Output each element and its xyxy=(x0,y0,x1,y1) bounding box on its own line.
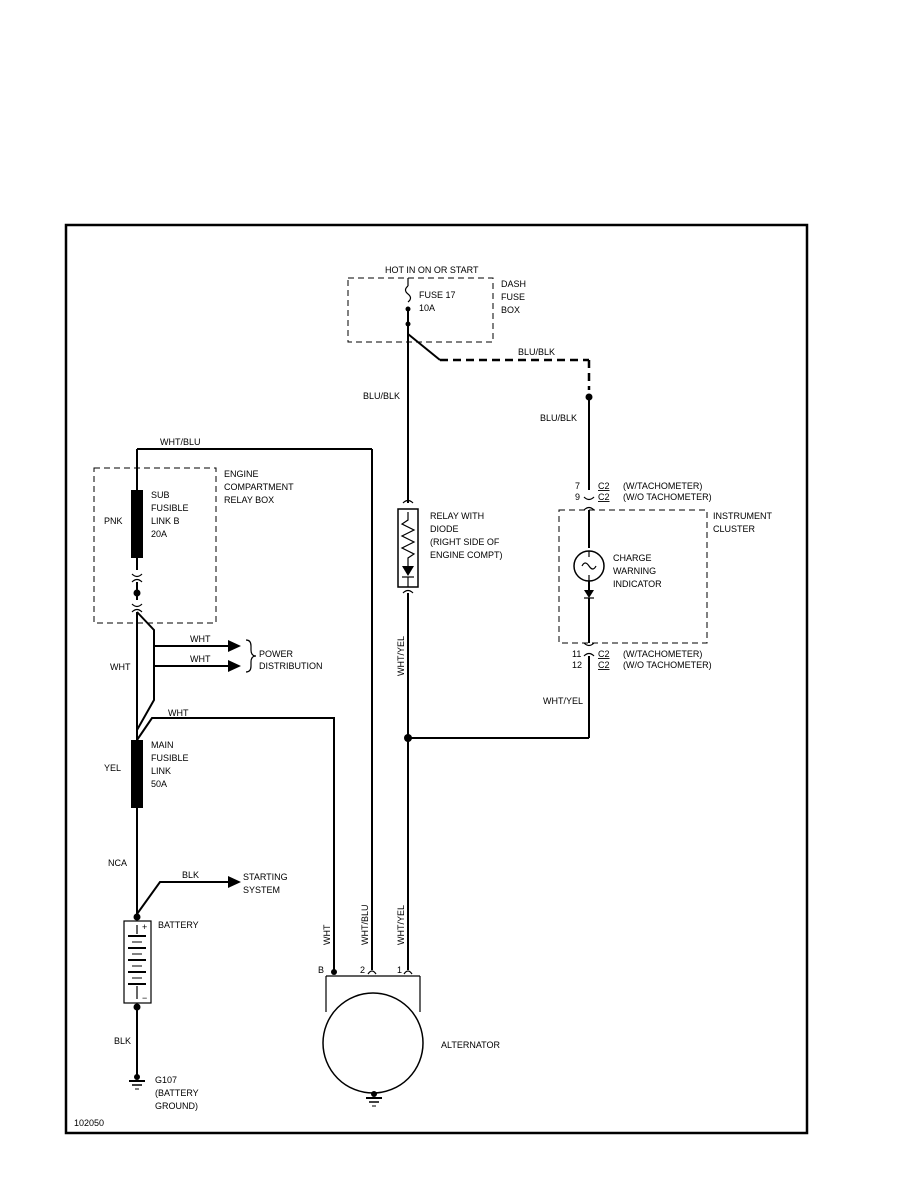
right-side-of-label: (RIGHT SIDE OF xyxy=(430,537,500,547)
box-label: BOX xyxy=(501,305,520,315)
sub-label: SUB xyxy=(151,490,170,500)
wht-label-b-vertical: WHT xyxy=(322,924,332,945)
link-b-label: LINK B xyxy=(151,516,180,526)
diagram-frame xyxy=(64,223,809,1135)
blk-label-ground: BLK xyxy=(114,1036,131,1046)
relay-with-diode: RELAY WITH DIODE (RIGHT SIDE OF ENGINE C… xyxy=(397,499,503,594)
main-rating: 50A xyxy=(151,779,167,789)
nca-label: NCA xyxy=(108,858,127,868)
c2-connector-bottom-a: C2 xyxy=(598,649,610,659)
diode-label: DIODE xyxy=(430,524,459,534)
wht-yel-label-right: WHT/YEL xyxy=(543,696,583,706)
link-label-main: LINK xyxy=(151,766,171,776)
dash-label: DASH xyxy=(501,279,526,289)
pin-11: 11 xyxy=(572,649,581,659)
pnk-label: PNK xyxy=(104,516,123,526)
wht-label-power-1: WHT xyxy=(190,634,211,644)
ground-paren-label: GROUND) xyxy=(155,1101,198,1111)
instrument-label: INSTRUMENT xyxy=(713,511,772,521)
wht-alternator-b-wire xyxy=(136,717,335,970)
wht-yel-label-lower: WHT/YEL xyxy=(396,905,406,945)
pin-7: 7 xyxy=(575,481,580,491)
wht-label-trunk: WHT xyxy=(110,662,131,672)
wo-tach-bottom: (W/O TACHOMETER) xyxy=(623,660,712,670)
link-b-rating: 20A xyxy=(151,529,167,539)
relay-box-label: RELAY BOX xyxy=(224,495,274,505)
wht-label-power-2: WHT xyxy=(190,654,211,664)
charge-warning-bulb-icon xyxy=(573,550,605,582)
system-label: SYSTEM xyxy=(243,885,280,895)
g107-label: G107 xyxy=(155,1075,177,1085)
battery-paren-label: (BATTERY xyxy=(155,1088,199,1098)
pin-12: 12 xyxy=(572,660,582,670)
hot-in-on-or-start-label: HOT IN ON OR START xyxy=(385,265,479,275)
term-1-label: 1 xyxy=(397,965,402,975)
fuse-17-rating: 10A xyxy=(419,303,435,313)
c2-connector-top-a: C2 xyxy=(598,481,610,491)
dash-fuse-box: HOT IN ON OR START DASH FUSE BOX FUSE 17… xyxy=(347,265,526,343)
w-tach-top: (W/TACHOMETER) xyxy=(623,481,702,491)
term-2-label: 2 xyxy=(360,965,365,975)
yel-label: YEL xyxy=(104,763,121,773)
fusible-label-main: FUSIBLE xyxy=(151,753,189,763)
diagram-number: 102050 xyxy=(74,1118,104,1128)
wht-yel-label-upper: WHT/YEL xyxy=(396,636,406,676)
blk-label-starting: BLK xyxy=(182,870,199,880)
battery-plus: + xyxy=(142,922,147,932)
battery-minus: − xyxy=(142,993,147,1003)
power-label: POWER xyxy=(259,649,294,659)
warning-label: WARNING xyxy=(613,566,656,576)
term-b-label: B xyxy=(318,965,324,975)
sub-fusible-link-b: PNK SUB FUSIBLE LINK B 20A xyxy=(104,490,189,558)
engine-compt-label: ENGINE COMPT) xyxy=(430,550,503,560)
cluster-label: CLUSTER xyxy=(713,524,756,534)
blk-starting-wire xyxy=(136,881,230,915)
fuse-label: FUSE xyxy=(501,292,525,302)
wht-blu-label-top: WHT/BLU xyxy=(160,437,201,447)
pin-9: 9 xyxy=(575,492,580,502)
blu-blk-label-left: BLU/BLK xyxy=(363,391,400,401)
distribution-label: DISTRIBUTION xyxy=(259,661,323,671)
wht-label-b: WHT xyxy=(168,708,189,718)
engine-label: ENGINE xyxy=(224,469,259,479)
relay-with-label: RELAY WITH xyxy=(430,511,484,521)
battery-label: BATTERY xyxy=(158,920,199,930)
indicator-label: INDICATOR xyxy=(613,579,662,589)
battery: + − BATTERY xyxy=(123,913,199,1011)
main-label: MAIN xyxy=(151,740,174,750)
blu-blk-label-right: BLU/BLK xyxy=(540,413,577,423)
fuse-17-icon xyxy=(404,278,412,327)
fuse-17-label: FUSE 17 xyxy=(419,290,456,300)
g107-ground-icon xyxy=(129,1074,145,1090)
instrument-cluster: INSTRUMENT CLUSTER 7 9 C2 C2 (W/TACHOMET… xyxy=(558,481,772,670)
fusible-label-b: FUSIBLE xyxy=(151,503,189,513)
w-tach-bottom: (W/TACHOMETER) xyxy=(623,649,702,659)
engine-compartment-relay-box: ENGINE COMPARTMENT RELAY BOX xyxy=(93,467,294,624)
alternator-label: ALTERNATOR xyxy=(441,1040,501,1050)
power-distribution-brace xyxy=(245,639,257,673)
power-distribution-wire-1 xyxy=(136,611,230,647)
fuse-switch-arm xyxy=(407,333,441,361)
wo-tach-top: (W/O TACHOMETER) xyxy=(623,492,712,502)
wht-blu-label-bottom: WHT/BLU xyxy=(360,905,370,946)
blu-blk-label-top: BLU/BLK xyxy=(518,347,555,357)
c2-connector-top-b: C2 xyxy=(598,492,610,502)
alternator: B 2 1 ALTERNATOR xyxy=(318,965,501,1107)
starting-label: STARTING xyxy=(243,872,288,882)
main-fusible-link: YEL MAIN FUSIBLE LINK 50A xyxy=(104,740,189,808)
charge-label: CHARGE xyxy=(613,553,652,563)
c2-connector-bottom-b: C2 xyxy=(598,660,610,670)
compartment-label: COMPARTMENT xyxy=(224,482,294,492)
